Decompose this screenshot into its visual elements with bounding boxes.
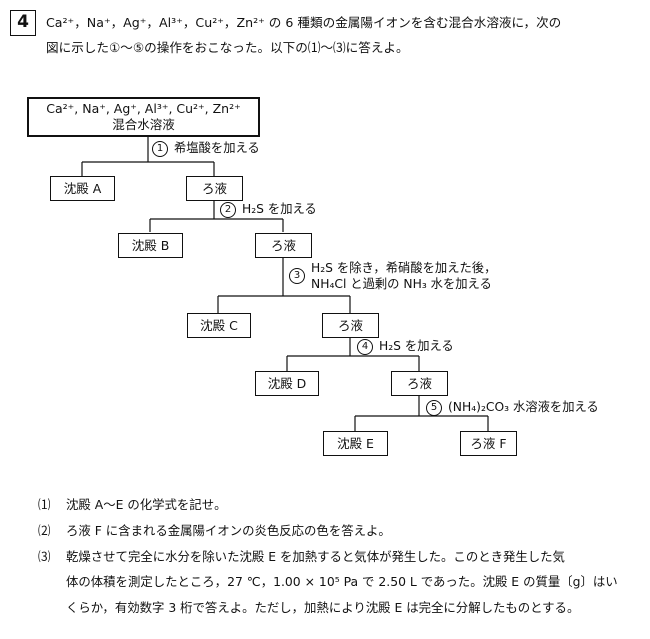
- step-5: 5 (NH₄)₂CO₃ 水溶液を加える: [426, 399, 599, 416]
- filtrate-3-box: ろ液: [322, 313, 379, 338]
- question-3-line-3: くらか，有効数字 3 桁で答えよ。ただし，加熱により沈殿 E は完全に分解したも…: [66, 600, 580, 615]
- precipitate-c-box: 沈殿 C: [187, 313, 251, 338]
- flowchart-lines: [81, 135, 489, 431]
- question-3-line-2: 体の体積を測定したところ，27 ℃，1.00 × 10⁵ Pa で 2.50 L…: [66, 574, 618, 589]
- question-3-number: ⑶: [38, 549, 51, 564]
- step-1-mark: 1: [152, 141, 168, 157]
- filtrate-1-box: ろ液: [186, 176, 243, 201]
- step-4: 4 H₂S を加える: [357, 338, 454, 355]
- question-2: ⑵ ろ液 F に含まれる金属陽イオンの炎色反応の色を答えよ。: [38, 518, 391, 543]
- precipitate-d-box: 沈殿 D: [255, 371, 319, 396]
- question-2-text: ろ液 F に含まれる金属陽イオンの炎色反応の色を答えよ。: [66, 523, 391, 538]
- step-4-mark: 4: [357, 339, 373, 355]
- problem-number: 4: [10, 10, 36, 36]
- precipitate-e-box: 沈殿 E: [323, 431, 388, 456]
- step-2: 2 H₂S を加える: [220, 201, 317, 218]
- question-1-text: 沈殿 A～E の化学式を記せ。: [66, 497, 227, 512]
- step-3-text-2: NH₄Cl と過剰の NH₃ 水を加える: [311, 277, 492, 291]
- question-3: ⑶ 乾燥させて完全に水分を除いた沈殿 E を加熱すると気体が発生した。このとき発生…: [38, 544, 565, 569]
- problem-intro: Ca²⁺，Na⁺，Ag⁺，Al³⁺，Cu²⁺，Zn²⁺ の 6 種類の金属陽イオ…: [46, 10, 642, 60]
- question-1-number: ⑴: [38, 497, 51, 512]
- step-4-text: H₂S を加える: [379, 339, 454, 353]
- mixed-solution-box: Ca²⁺, Na⁺, Ag⁺, Al³⁺, Cu²⁺, Zn²⁺ 混合水溶液: [27, 97, 260, 137]
- step-5-mark: 5: [426, 400, 442, 416]
- intro-line-2: 図に示した①～⑤の操作をおこなった。以下の⑴～⑶に答えよ。: [46, 40, 409, 55]
- question-2-number: ⑵: [38, 523, 51, 538]
- filtrate-f-box: ろ液 F: [460, 431, 517, 456]
- question-1: ⑴ 沈殿 A～E の化学式を記せ。: [38, 492, 226, 517]
- filtrate-2-box: ろ液: [255, 233, 312, 258]
- step-2-mark: 2: [220, 202, 236, 218]
- step-3: 3 H₂S を除き，希硝酸を加えた後， NH₄Cl と過剰の NH₃ 水を加える: [289, 260, 496, 292]
- step-3-mark: 3: [289, 268, 305, 284]
- precipitate-a-box: 沈殿 A: [50, 176, 115, 201]
- mixed-solution-label: 混合水溶液: [112, 117, 175, 132]
- step-2-text: H₂S を加える: [242, 202, 317, 216]
- mixed-solution-ions: Ca²⁺, Na⁺, Ag⁺, Al³⁺, Cu²⁺, Zn²⁺: [46, 101, 241, 116]
- filtrate-4-box: ろ液: [391, 371, 448, 396]
- precipitate-b-box: 沈殿 B: [118, 233, 183, 258]
- step-5-text: (NH₄)₂CO₃ 水溶液を加える: [448, 400, 599, 414]
- step-1-text: 希塩酸を加える: [174, 141, 260, 155]
- step-1: 1 希塩酸を加える: [152, 140, 260, 157]
- intro-line-1: Ca²⁺，Na⁺，Ag⁺，Al³⁺，Cu²⁺，Zn²⁺ の 6 種類の金属陽イオ…: [46, 15, 562, 30]
- step-3-text-1: H₂S を除き，希硝酸を加えた後，: [311, 261, 497, 275]
- question-3-text-1: 乾燥させて完全に水分を除いた沈殿 E を加熱すると気体が発生した。このとき発生し…: [66, 549, 565, 564]
